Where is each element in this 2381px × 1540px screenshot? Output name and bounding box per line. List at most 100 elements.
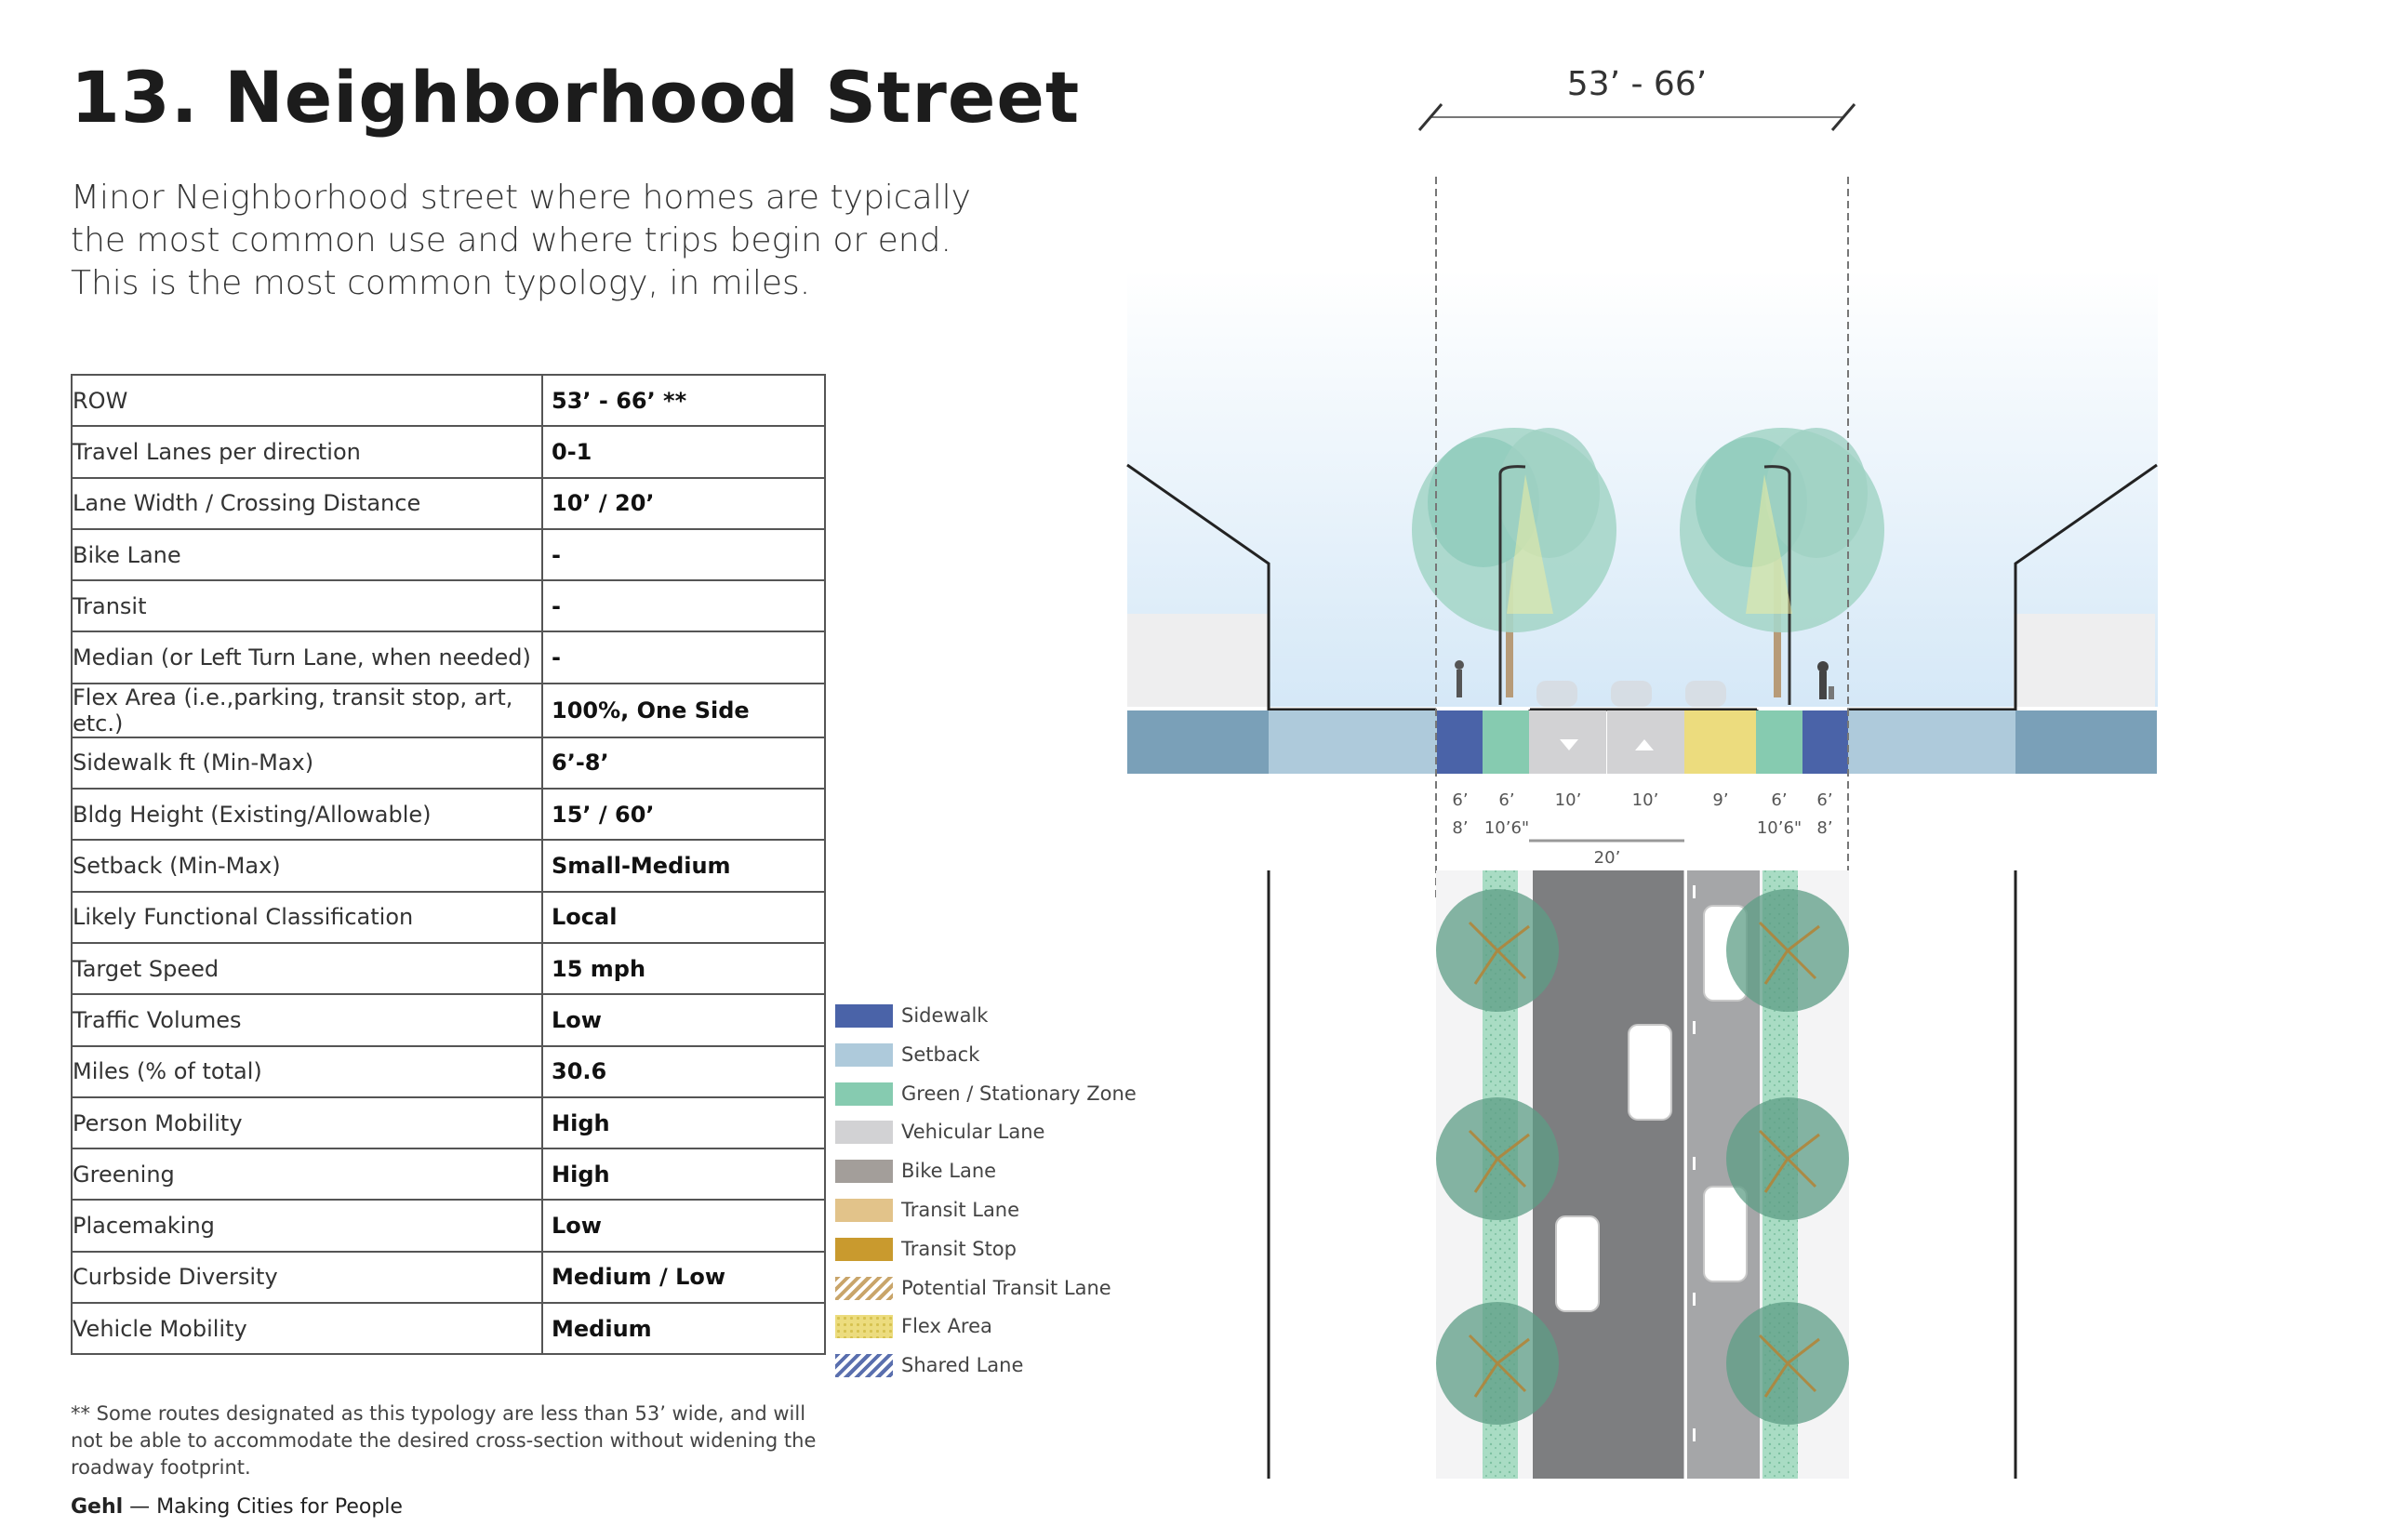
- brand-name: Gehl: [71, 1495, 124, 1519]
- street-section-diagram: 53’ - 66’: [1126, 65, 2158, 1479]
- table-row: Transit-: [71, 579, 826, 633]
- crossing-distance-label: 20’: [1594, 848, 1621, 868]
- property-value: -: [541, 579, 826, 633]
- right-building-base: [2014, 614, 2155, 707]
- legend-item: Bike Lane: [835, 1158, 1151, 1186]
- zone-sidewalk-right: [1802, 710, 1848, 774]
- legend-item: Flex Area: [835, 1313, 1151, 1341]
- svg-text:6’: 6’: [1452, 790, 1468, 810]
- property-label: Greening: [71, 1148, 543, 1201]
- property-value: High: [541, 1095, 826, 1150]
- plan-cars: [1555, 905, 1748, 1312]
- sky-backdrop: [1127, 270, 2158, 707]
- table-row: Bike Lane-: [71, 527, 826, 582]
- legend-item: Vehicular Lane: [835, 1119, 1151, 1147]
- table-row: Median (or Left Turn Lane, when needed)-: [71, 631, 826, 684]
- parked-cars-section: [1536, 681, 1726, 707]
- legend-swatch: [835, 1160, 893, 1184]
- legend-label: Vehicular Lane: [901, 1121, 1045, 1144]
- property-value: Local: [541, 890, 826, 944]
- property-value: 10’ / 20’: [541, 476, 826, 530]
- intro-line: This is the most common typology, in mil…: [71, 264, 811, 302]
- property-label: Miles (% of total): [71, 1044, 543, 1098]
- property-label: Lane Width / Crossing Distance: [71, 476, 543, 530]
- property-value: 15 mph: [541, 941, 826, 996]
- zone-green-left: [1483, 710, 1529, 774]
- table-row: Miles (% of total)30.6: [71, 1044, 826, 1098]
- svg-text:6’: 6’: [1498, 790, 1514, 810]
- legend-swatch: [835, 1276, 893, 1300]
- table-row: Setback (Min-Max)Small-Medium: [71, 839, 826, 893]
- property-label: Sidewalk ft (Min-Max): [71, 736, 543, 790]
- property-label: Median (or Left Turn Lane, when needed): [71, 631, 543, 684]
- legend-label: Bike Lane: [901, 1160, 997, 1183]
- left-building-base: [1127, 614, 1269, 707]
- legend-label: Transit Stop: [901, 1237, 1017, 1260]
- property-label: Likely Functional Classification: [71, 890, 543, 944]
- svg-text:6’: 6’: [1771, 790, 1787, 810]
- property-value: Low: [541, 1199, 826, 1253]
- property-label: Target Speed: [71, 941, 543, 996]
- table-row: Flex Area (i.e.,parking, transit stop, a…: [71, 682, 826, 738]
- property-value: 100%, One Side: [541, 682, 826, 738]
- svg-text:9’: 9’: [1712, 790, 1728, 810]
- credit-line: Gehl — Making Cities for People: [71, 1495, 403, 1519]
- legend-label: Transit Lane: [901, 1199, 1020, 1221]
- legend-item: Potential Transit Lane: [835, 1275, 1151, 1303]
- legend-label: Potential Transit Lane: [901, 1276, 1111, 1299]
- legend-item: Green / Stationary Zone: [835, 1081, 1151, 1109]
- legend-label: Green / Stationary Zone: [901, 1082, 1137, 1105]
- property-label: Curbside Diversity: [71, 1250, 543, 1305]
- property-value: 6’-8’: [541, 736, 826, 790]
- property-value: Low: [541, 993, 826, 1047]
- property-value: 30.6: [541, 1044, 826, 1098]
- property-value: -: [541, 631, 826, 684]
- legend-swatch: [835, 1042, 893, 1067]
- zone-sidewalk-left: [1437, 710, 1483, 774]
- property-label: Traffic Volumes: [71, 993, 543, 1047]
- legend-label: Flex Area: [901, 1315, 992, 1338]
- footnote: ** Some routes designated as this typolo…: [71, 1402, 817, 1479]
- plan-view: [1267, 870, 2017, 1479]
- legend-swatch: [835, 1315, 893, 1339]
- property-value: 15’ / 60’: [541, 788, 826, 842]
- property-label: Bldg Height (Existing/Allowable): [71, 788, 543, 842]
- property-label: ROW: [71, 373, 543, 428]
- legend-swatch: [835, 1121, 893, 1145]
- intro-text: Minor Neighborhood street where homes ar…: [71, 177, 971, 305]
- tree-right: [1680, 428, 1884, 705]
- property-label: Setback (Min-Max): [71, 839, 543, 893]
- plan-roadway: [1533, 870, 1685, 1479]
- intro-line: the most common use and where trips begi…: [71, 221, 951, 259]
- property-value: High: [541, 1148, 826, 1201]
- property-value: 53’ - 66’ **: [541, 373, 826, 428]
- legend-item: Setback: [835, 1042, 1151, 1069]
- legend-swatch: [835, 1199, 893, 1222]
- legend-swatch: [835, 1082, 893, 1106]
- legend-swatch: [835, 1004, 893, 1028]
- property-label: Flex Area (i.e.,parking, transit stop, a…: [71, 682, 543, 738]
- right-building-outline: [1847, 463, 2158, 711]
- legend-item: Transit Lane: [835, 1197, 1151, 1225]
- legend-item: Sidewalk: [835, 1002, 1151, 1030]
- left-building-outline: [1126, 463, 1436, 711]
- pedestrian-figures: [1455, 660, 1834, 699]
- table-row: Bldg Height (Existing/Allowable)15’ / 60…: [71, 788, 826, 842]
- property-label: Bike Lane: [71, 527, 543, 582]
- legend-item: Shared Lane: [835, 1352, 1151, 1380]
- property-label: Vehicle Mobility: [71, 1302, 543, 1356]
- svg-text:10’: 10’: [1632, 790, 1659, 810]
- legend-label: Setback: [901, 1042, 980, 1066]
- segment-widths: 6’ 8’ 6’ 10’6" 10’ 10’ 9’ 6’ 10’6" 6’ 8’…: [1452, 790, 1832, 868]
- svg-text:10’: 10’: [1555, 790, 1582, 810]
- property-label: Placemaking: [71, 1199, 543, 1253]
